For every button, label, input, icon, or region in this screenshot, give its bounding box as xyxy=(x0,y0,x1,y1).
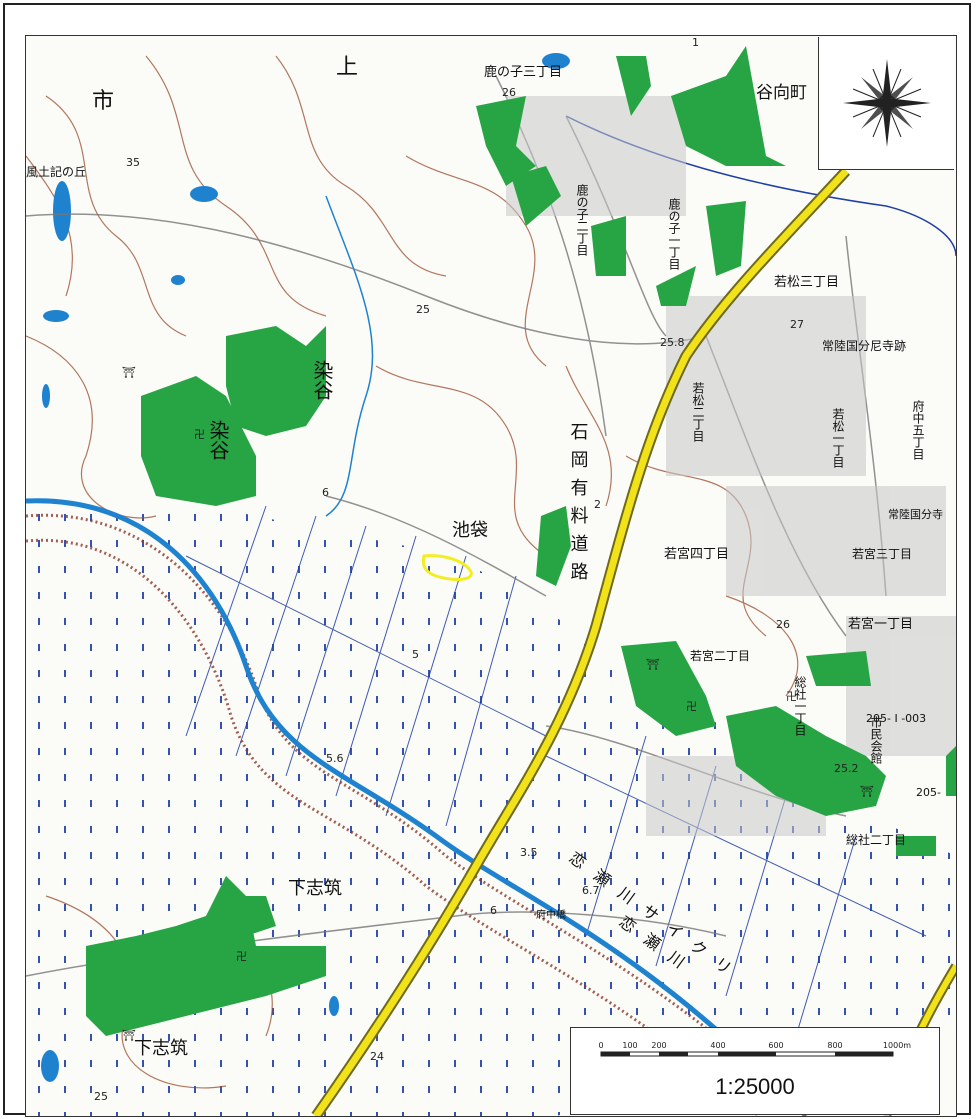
elev-26: 26 xyxy=(502,86,516,99)
temple-symbol: 卍 xyxy=(786,690,797,703)
elev-25b: 25 xyxy=(94,1090,108,1103)
scale-tick-800: 800 xyxy=(827,1041,842,1050)
label-ishioka-road: 石岡有料道路 xyxy=(568,422,589,590)
scale-tick-200: 200 xyxy=(651,1041,666,1050)
shrine-symbol: ⛩ xyxy=(122,366,136,379)
elev-1: 1 xyxy=(692,36,699,49)
label-someya-a: 染谷 xyxy=(310,360,334,400)
label-wakamiya3: 若宮三丁目 xyxy=(852,546,912,561)
elev-6b: 6 xyxy=(490,904,497,917)
elev-2: 2 xyxy=(594,498,601,511)
elev-6: 6 xyxy=(322,486,329,499)
scale-tick-1000: 1000m xyxy=(883,1041,911,1050)
map-symbols: ⛩ 卍 ⛩ 卍 卍 ⛩ 卍 ⛩ xyxy=(122,366,874,1042)
scale-tick-100: 100 xyxy=(622,1041,637,1050)
scale-tick-0: 0 xyxy=(598,1041,603,1050)
elev-3-5: 3.5 xyxy=(520,846,538,859)
label-kanoko2: 鹿の子二丁目 xyxy=(575,183,589,256)
shrine-symbol: ⛩ xyxy=(122,1029,136,1042)
label-kokubunniji: 常陸国分尼寺跡 xyxy=(822,338,906,353)
label-shimin-kaikan: 市民会館 xyxy=(869,715,883,764)
label-wakamiya2: 若宮二丁目 xyxy=(690,648,750,663)
topographic-map[interactable]: ⛩ 卍 ⛩ 卍 卍 ⛩ 卍 ⛩ 市 上 風土記の丘 鹿の子三丁目 谷向町 染谷 … xyxy=(25,35,957,1117)
elev-27: 27 xyxy=(790,318,804,331)
elev-6-7: 6.7 xyxy=(582,884,600,897)
label-fudoki: 風土記の丘 xyxy=(26,164,86,179)
elev-25-2: 25.2 xyxy=(834,762,859,775)
elev-25: 25 xyxy=(416,303,430,316)
temple-symbol: 卍 xyxy=(194,428,205,441)
label-ikebukuro: 池袋 xyxy=(452,520,488,541)
elevation-labels: 35 26 25 25.8 27 6 2 5 26 25.2 5.6 3.5 6… xyxy=(94,36,859,1103)
label-someya-b: 染谷 xyxy=(206,420,230,460)
temple-symbol: 卍 xyxy=(236,950,247,963)
elev-24: 24 xyxy=(370,1050,384,1063)
elev-35: 35 xyxy=(126,156,140,169)
label-sosha1: 総社一丁目 xyxy=(793,676,807,736)
scale-bar: 0 100 200 400 600 800 1000m xyxy=(598,1041,911,1057)
label-yatomukai: 谷向町 xyxy=(756,83,807,103)
label-wakamatsu1: 若松一丁目 xyxy=(831,408,845,468)
embankment xyxy=(26,513,788,1116)
scale-ratio: 1:25000 xyxy=(715,1074,795,1099)
compass-rose-icon xyxy=(843,59,931,147)
label-wakamiya1: 若宮一丁目 xyxy=(848,616,913,632)
label-fuchu5: 府中五丁目 xyxy=(911,399,925,460)
stream xyxy=(325,195,374,517)
shrine-symbol: ⛩ xyxy=(860,785,874,798)
label-wakamatsu3: 若松三丁目 xyxy=(774,274,839,290)
label-shimoshizuku-a: 下志筑 xyxy=(288,878,342,899)
scale-tick-400: 400 xyxy=(710,1041,725,1050)
label-kanoko1: 鹿の子一丁目 xyxy=(667,197,681,270)
scale-legend: 0 100 200 400 600 800 1000m 1:25000 xyxy=(570,1027,940,1115)
ponds xyxy=(41,53,570,1082)
elev-5-6: 5.6 xyxy=(326,752,344,765)
label-sosha2: 総社二丁目 xyxy=(846,832,906,847)
label-fuchubashi: 府中橋 xyxy=(536,908,566,921)
map-canvas: ⛩ 卍 ⛩ 卍 卍 ⛩ 卍 ⛩ 市 上 風土記の丘 鹿の子三丁目 谷向町 染谷 … xyxy=(26,36,956,1116)
label-wakamiya4: 若宮四丁目 xyxy=(664,546,729,562)
highlighted-parcel xyxy=(421,554,473,581)
label-shimoshizuku-b: 下志筑 xyxy=(134,1038,188,1059)
forests xyxy=(86,46,956,1036)
label-ichi: 市 xyxy=(92,89,114,114)
label-ref-205: 205- xyxy=(916,786,941,799)
temple-symbol: 卍 xyxy=(686,700,697,713)
label-kanoko3: 鹿の子三丁目 xyxy=(484,64,562,80)
label-kokubunji: 常陸国分寺 xyxy=(888,508,943,521)
koise-river xyxy=(26,498,808,1116)
shrine-symbol: ⛩ xyxy=(646,658,660,671)
label-ref-003: 205- I -003 xyxy=(866,712,926,725)
label-kami: 上 xyxy=(336,55,358,80)
label-wakamatsu2: 若松二丁目 xyxy=(691,382,705,442)
elev-26b: 26 xyxy=(776,618,790,631)
map-frame: ⛩ 卍 ⛩ 卍 卍 ⛩ 卍 ⛩ 市 上 風土記の丘 鹿の子三丁目 谷向町 染谷 … xyxy=(3,3,971,1117)
elev-5: 5 xyxy=(412,648,419,661)
scale-tick-600: 600 xyxy=(768,1041,783,1050)
compass-rose xyxy=(818,37,954,170)
elev-25-8: 25.8 xyxy=(660,336,685,349)
